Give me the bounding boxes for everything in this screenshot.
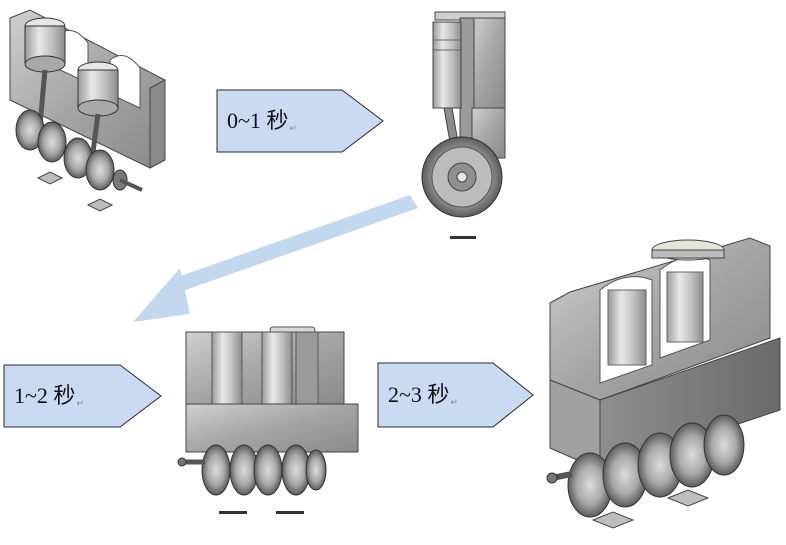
engine-front-view bbox=[177, 326, 359, 514]
engine-isometric-large bbox=[546, 237, 781, 529]
engine-isometric-small bbox=[9, 9, 166, 212]
engine-side-view bbox=[421, 11, 506, 239]
return-mark: ↵ bbox=[289, 124, 297, 134]
step-label-text: 2~3 秒 bbox=[388, 382, 450, 407]
piston-icon bbox=[77, 61, 119, 117]
piston-icon bbox=[24, 17, 66, 73]
piston-icon bbox=[651, 239, 725, 261]
step-label-2-3s: 2~3 秒↵ bbox=[388, 384, 458, 408]
step-label-1-2s: 1~2 秒↵ bbox=[14, 385, 84, 409]
step-arrow-1 bbox=[216, 89, 384, 153]
return-mark: ↵ bbox=[76, 399, 84, 409]
step-arrow-2 bbox=[3, 364, 162, 428]
return-mark: ↵ bbox=[450, 398, 458, 408]
piston-icon bbox=[432, 21, 462, 109]
step-arrow-3 bbox=[377, 362, 534, 428]
step-label-0-1s: 0~1 秒↵ bbox=[227, 110, 297, 134]
crank-wheel-icon bbox=[15, 109, 143, 192]
crank-wheel-icon bbox=[546, 414, 745, 518]
step-label-text: 1~2 秒 bbox=[14, 383, 76, 408]
crank-wheel-icon bbox=[177, 444, 327, 496]
flywheel-icon bbox=[421, 136, 503, 218]
transition-arrow bbox=[133, 195, 418, 322]
step-label-text: 0~1 秒 bbox=[227, 108, 289, 133]
